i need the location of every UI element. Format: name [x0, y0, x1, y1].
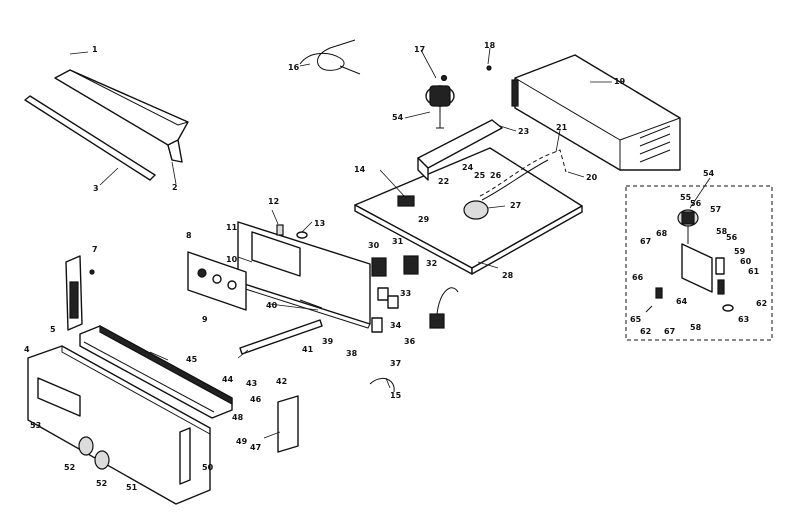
callout-15: 15 — [390, 391, 402, 400]
callout-47: 47 — [250, 443, 261, 452]
callout-54-inset: 54 — [703, 169, 715, 178]
callout-62b: 62 — [640, 327, 651, 336]
part-relay-30 — [371, 257, 387, 277]
callout-13: 13 — [314, 219, 325, 228]
callout-56: 56 — [690, 199, 702, 208]
part-panel-rail — [79, 324, 233, 419]
part-front-panel — [27, 345, 211, 505]
callout-36: 36 — [404, 337, 416, 346]
part-flex-tube — [479, 149, 567, 197]
part-wire-lead — [299, 39, 361, 75]
part-bracket-29 — [397, 195, 415, 207]
callout-14: 14 — [354, 165, 366, 174]
part-cover-plate — [277, 395, 299, 453]
callout-51: 51 — [126, 483, 138, 492]
callout-11: 11 — [226, 223, 238, 232]
callout-8: 8 — [186, 231, 192, 240]
callout-37: 37 — [390, 359, 401, 368]
callout-52a: 52 — [64, 463, 75, 472]
callout-49: 49 — [236, 437, 248, 446]
callout-20: 20 — [586, 173, 598, 182]
callout-29: 29 — [418, 215, 430, 224]
callout-22: 22 — [438, 177, 449, 186]
callout-63: 63 — [738, 315, 749, 324]
callout-3: 3 — [93, 184, 99, 193]
callout-labels: 1 2 3 16 17 18 19 54 23 21 20 14 22 24 2… — [24, 41, 767, 492]
leader-lines — [69, 47, 711, 439]
callout-19: 19 — [614, 77, 626, 86]
callout-50: 50 — [202, 463, 214, 472]
callout-56b: 56 — [726, 233, 738, 242]
callout-32: 32 — [426, 259, 437, 268]
callout-43: 43 — [246, 379, 257, 388]
callout-17: 17 — [414, 45, 425, 54]
callout-27: 27 — [510, 201, 521, 210]
callout-45: 45 — [186, 355, 198, 364]
callout-59: 59 — [734, 247, 746, 256]
part-wire-15 — [369, 377, 395, 393]
callout-53: 53 — [30, 421, 41, 430]
callout-23: 23 — [518, 127, 529, 136]
callout-2: 2 — [172, 183, 178, 192]
callout-52b: 52 — [96, 479, 107, 488]
callout-42: 42 — [276, 377, 287, 386]
callout-61: 61 — [748, 267, 760, 276]
callout-68: 68 — [656, 229, 668, 238]
part-end-plate — [179, 427, 191, 485]
callout-38: 38 — [346, 349, 358, 358]
callout-62: 62 — [756, 299, 767, 308]
callout-40: 40 — [266, 301, 278, 310]
part-control-backing — [235, 221, 371, 329]
callout-41: 41 — [302, 345, 314, 354]
part-valve — [463, 200, 489, 220]
callout-16: 16 — [288, 63, 300, 72]
callout-30: 30 — [368, 241, 380, 250]
callout-60: 60 — [740, 257, 752, 266]
part-switch-36 — [429, 313, 445, 329]
callout-28: 28 — [502, 271, 514, 280]
callout-5: 5 — [50, 325, 56, 334]
callout-25: 25 — [474, 171, 486, 180]
callout-39: 39 — [322, 337, 334, 346]
callout-31: 31 — [392, 237, 404, 246]
part-top-trim-angle — [54, 69, 189, 163]
callout-10: 10 — [226, 255, 238, 264]
callout-67b: 67 — [664, 327, 675, 336]
callout-66: 66 — [632, 273, 644, 282]
part-side-bracket — [65, 255, 95, 331]
callout-4: 4 — [24, 345, 30, 354]
callout-24: 24 — [462, 163, 474, 172]
callout-58b: 58 — [690, 323, 702, 332]
callout-58: 58 — [716, 227, 728, 236]
callout-1: 1 — [92, 45, 98, 54]
callout-21: 21 — [556, 123, 568, 132]
callout-33: 33 — [400, 289, 411, 298]
part-rear-cover — [511, 54, 681, 171]
callout-34: 34 — [390, 321, 402, 330]
part-knob — [78, 436, 94, 456]
callout-44: 44 — [222, 375, 234, 384]
callout-7: 7 — [92, 245, 98, 254]
callout-9: 9 — [202, 315, 208, 324]
callout-55: 55 — [680, 193, 692, 202]
callout-67a: 67 — [640, 237, 651, 246]
callout-64: 64 — [676, 297, 688, 306]
callout-57: 57 — [710, 205, 721, 214]
part-relay-31 — [403, 255, 419, 275]
part-rod — [239, 319, 323, 355]
callout-48: 48 — [232, 413, 244, 422]
callout-54: 54 — [392, 113, 404, 122]
detail-inset-thermostat — [625, 185, 773, 341]
callout-26: 26 — [490, 171, 502, 180]
callout-12: 12 — [268, 197, 279, 206]
callout-65: 65 — [630, 315, 642, 324]
part-trim-strip — [24, 95, 156, 181]
callout-46: 46 — [250, 395, 262, 404]
part-thermostat-top — [425, 74, 455, 129]
callout-18: 18 — [484, 41, 496, 50]
part-switch-plate — [187, 251, 247, 311]
part-base-chassis — [354, 119, 583, 275]
part-knob — [94, 450, 110, 470]
